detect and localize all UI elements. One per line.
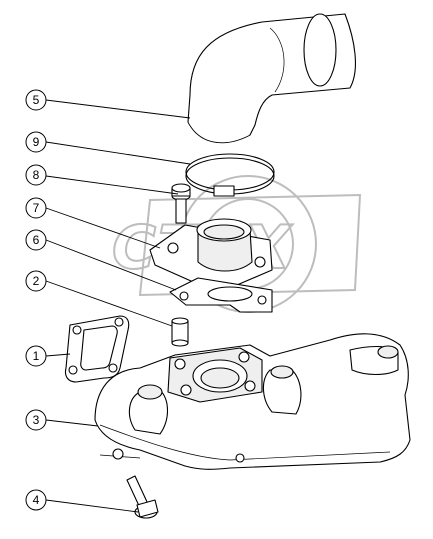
svg-text:7: 7	[33, 201, 40, 215]
svg-text:6: 6	[33, 233, 40, 247]
svg-text:9: 9	[33, 135, 40, 149]
svg-text:5: 5	[33, 93, 40, 107]
flange-gasket	[169, 277, 273, 313]
svg-text:1: 1	[33, 349, 40, 363]
adapter-flange	[149, 218, 273, 289]
hose-clamp	[185, 153, 275, 197]
callout-1: 1	[25, 345, 47, 367]
gasket-flat	[64, 315, 130, 383]
callout-9: 9	[25, 131, 47, 153]
sleeve	[171, 317, 189, 347]
leader-lines	[45, 99, 191, 513]
elbow-pipe	[187, 13, 356, 144]
svg-text:4: 4	[33, 493, 40, 507]
callout-2: 2	[25, 270, 47, 292]
callout-6: 5	[25, 89, 47, 111]
exhaust-manifold	[94, 333, 411, 470]
callout-8: 8	[25, 164, 47, 186]
callout-3: 3	[25, 409, 47, 431]
manifold-bolt	[126, 475, 159, 519]
svg-text:2: 2	[33, 274, 40, 288]
svg-text:3: 3	[33, 413, 40, 427]
callout-5: 6	[25, 229, 47, 251]
callout-4: 4	[25, 489, 47, 511]
svg-text:8: 8	[33, 168, 40, 182]
callout-7: 7	[25, 197, 47, 219]
